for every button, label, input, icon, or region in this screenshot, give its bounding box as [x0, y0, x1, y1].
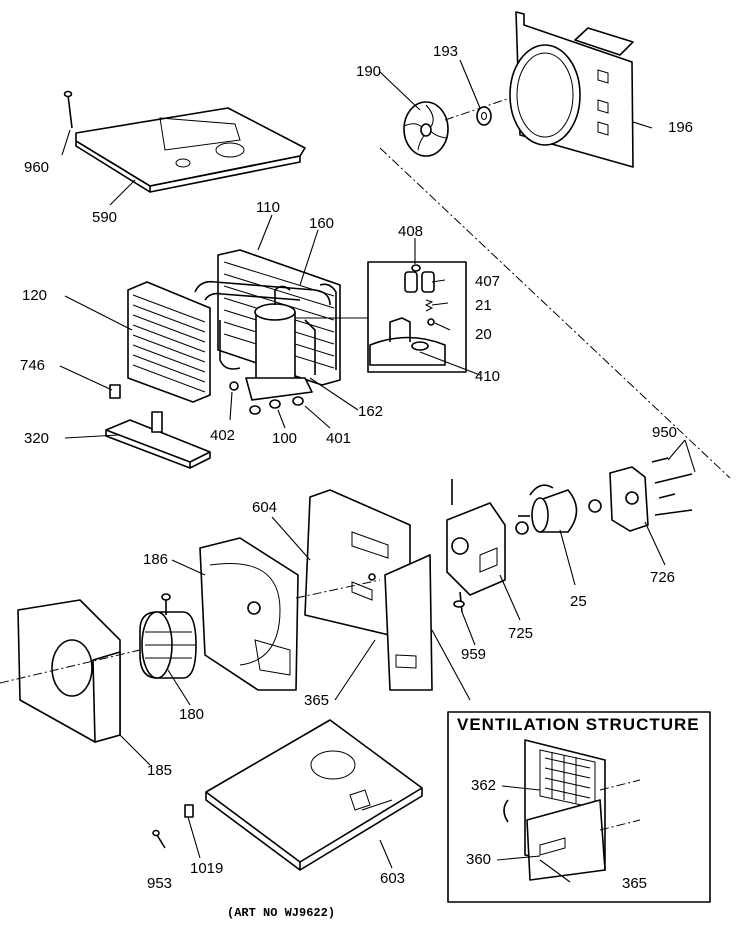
motor-bracket-725: [446, 502, 506, 613]
label-20: 20: [475, 326, 492, 343]
part-402: [229, 381, 239, 391]
screw-953: [152, 829, 166, 849]
blower-wheel-180: [139, 593, 197, 679]
base-pan-603: [205, 719, 423, 871]
label-953: 953: [147, 875, 172, 892]
label-120: 120: [22, 287, 47, 304]
clip-1019: [184, 804, 194, 818]
label-726: 726: [650, 569, 675, 586]
label-185: 185: [147, 762, 172, 779]
label-590: 590: [92, 209, 117, 226]
evaporator-coil-120: [127, 281, 211, 403]
label-100: 100: [272, 430, 297, 447]
label-402: 402: [210, 427, 235, 444]
ventilation-structure-inset: [447, 711, 711, 903]
label-604: 604: [252, 499, 277, 516]
label-190: 190: [356, 63, 381, 80]
label-362: 362: [471, 777, 496, 794]
fan-hub-193: [476, 106, 492, 126]
label-186: 186: [143, 551, 168, 568]
blower-housing-186: [199, 537, 299, 691]
fan-shroud-196: [509, 11, 634, 168]
overload-protector-inset: [295, 261, 467, 373]
label-320: 320: [24, 430, 49, 447]
refrigerant-tubing: [194, 280, 331, 375]
motor-25: [518, 484, 578, 533]
label-408: 408: [398, 223, 423, 240]
label-725: 725: [508, 625, 533, 642]
inset-title: VENTILATION STRUCTURE: [457, 715, 700, 734]
label-401: 401: [326, 430, 351, 447]
leader-lines: [59, 59, 696, 883]
screws-950: [651, 457, 693, 516]
label-196: 196: [668, 119, 693, 136]
label-410: 410: [475, 368, 500, 385]
drain-tray-320: [105, 411, 211, 469]
label-193: 193: [433, 43, 458, 60]
condenser-fan-190: [403, 101, 449, 157]
label-365: 365: [304, 692, 329, 709]
label-25: 25: [570, 593, 587, 610]
label-960: 960: [24, 159, 49, 176]
label-407: 407: [475, 273, 500, 290]
label-1019: 1019: [190, 860, 223, 877]
washers: [515, 499, 602, 535]
label-110: 110: [256, 199, 280, 216]
label-21: 21: [475, 297, 492, 314]
label-162: 162: [358, 403, 383, 420]
screw-960: [63, 90, 73, 129]
motor-mount-726: [609, 466, 649, 532]
compressor-100: [245, 285, 313, 401]
label-160: 160: [309, 215, 334, 232]
front-panel-185: [17, 599, 121, 743]
label-365-inset: 365: [622, 875, 647, 892]
label-950: 950: [652, 424, 677, 441]
top-cover-part: [75, 107, 306, 193]
clip-746: [109, 384, 121, 399]
label-746: 746: [20, 357, 45, 374]
grommets-401: [249, 396, 304, 415]
label-603: 603: [380, 870, 405, 887]
label-360: 360: [466, 851, 491, 868]
label-959: 959: [461, 646, 486, 663]
bulkhead-604: [304, 489, 433, 691]
art-number-caption: (ART NO WJ9622): [227, 906, 335, 920]
label-180: 180: [179, 706, 204, 723]
